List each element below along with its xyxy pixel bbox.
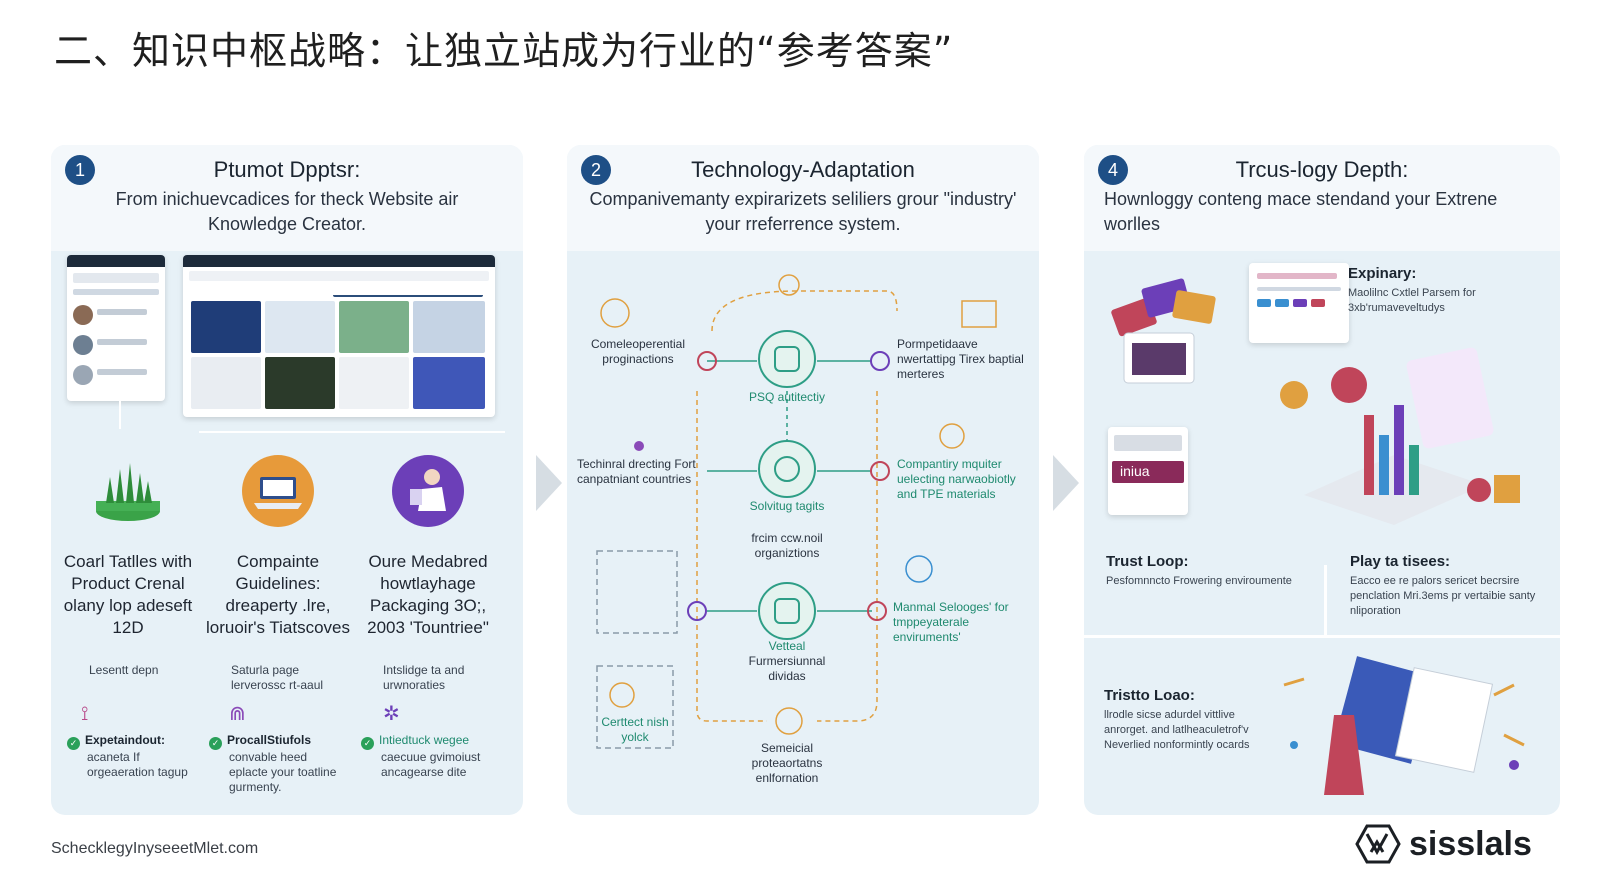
panel-title: Ptumot Dpptsr: [213,157,361,182]
panel-header: 1 Ptumot Dpptsr: From inichuevcadices fo… [51,145,523,251]
arrow-right-icon [1053,455,1079,511]
check-item: ✓ProcallStiufols convable heed eplacte y… [209,733,349,795]
node-label: Furmersiunnal dividas [748,654,826,683]
print-card: iniua [1108,427,1188,515]
feature-3: Oure Medabred howtlayhage Packaging 3O;,… [355,455,501,639]
arch-icon: ⋒ [229,701,246,725]
panel-technology-adaptation: 2 Technology-Adaptation Companivemanty e… [567,145,1039,815]
section-play: Play ta tisees: Eacco ee re palors seric… [1350,553,1536,617]
feature-desc: Saturla page lerverossc rt-aaul [231,663,324,692]
brand-logo: sisslals [1353,822,1532,866]
footer-website[interactable]: SchecklegyInyseeetMlet.com [51,840,259,857]
check-item: ✓Intiedtuck wegee caecuue gvimoiust anca… [361,733,511,780]
psq-node-icon [758,330,816,388]
section-trust-loop-2: Tristto Loao: llrodle sicse adurdel vitt… [1104,687,1250,751]
section-trust-loop: Trust Loop: Pesfomnncto Frowering enviro… [1106,553,1292,587]
feature-desc: Intslidge ta and urwnoraties [383,663,465,692]
website-screenshots [65,255,505,433]
step-badge: 2 [581,155,611,185]
panel-subtitle: From inichuevcadices for theck Website a… [115,189,459,234]
check-item: ✓Expetaindout: acaneta If orgeaeration t… [67,733,197,780]
person-icon [392,455,464,527]
node-label: Pormpetidaave nwertattipg Tirex baptial … [897,337,1024,381]
panel-title: Trcus-logy Depth: [1235,157,1409,182]
divider [1324,565,1327,635]
brand-name: sisslals [1409,824,1532,863]
tech-illustration [1283,656,1525,795]
node-label: Semeicial proteaortatns enlfornation [751,741,823,785]
panel-subtitle: Hownloggy conteng mace stendand your Ext… [1104,189,1498,234]
feature-label: Compainte Guidelines: dreaperty .lre, lo… [205,552,351,637]
node-label: Vetteal [768,639,806,653]
node-label: Compantiry mquiter uelecting narwaobiotl… [897,457,1016,501]
panel-product-depth: 1 Ptumot Dpptsr: From inichuevcadices fo… [51,145,523,815]
analytics-illustration [1280,347,1520,525]
gear-icon: ✲ [383,701,400,725]
panel-header: 2 Technology-Adaptation Companivemanty e… [567,145,1039,251]
feature-2: Compainte Guidelines: dreaperty .lre, lo… [205,455,351,639]
solving-node-icon [758,440,816,498]
panel-title: Technology-Adaptation [691,157,915,182]
node-label: PSQ autitectiy [748,390,826,404]
node-label: Comeleoperential proginactions [590,337,686,366]
section-expiry: Expinary: Maolilnc Cxtlel Parsem for 3xb… [1348,265,1476,314]
panel-header: 4 Trcus-logy Depth: Hownloggy conteng ma… [1084,145,1560,251]
check-icon: ✓ [361,737,374,750]
node-label: Manmal Selooges' for tmppeyaterale envir… [893,600,1009,644]
step-badge: 4 [1098,155,1128,185]
brand-mark-icon [1355,824,1401,864]
phone-screen [67,255,165,401]
node-label: frcim ccw.noil organiztions [751,531,823,560]
desktop-screen [183,255,495,417]
node-label: Solvitug tagits [749,499,825,513]
feature-label: Oure Medabred howtlayhage Packaging 3O;,… [367,552,489,637]
route-icon: ⟟ [81,701,89,725]
check-icon: ✓ [209,737,222,750]
panel-trust-depth: 4 Trcus-logy Depth: Hownloggy conteng ma… [1084,145,1560,815]
flow-diagram [596,274,997,749]
arrow-right-icon [536,455,562,511]
cards-illustration [1111,278,1216,384]
feature-desc: Lesentt depn [89,663,159,677]
feature-1: Coarl Tatlles with Product Crenal olany … [55,455,201,639]
dashboard-card [1249,263,1349,343]
divider [1084,635,1560,638]
node-label: Certtect nish yolck [601,715,669,744]
step-badge: 1 [65,155,95,185]
card-badge-text: iniua [1120,463,1150,479]
node-label: Techinral drecting Fort canpatniant coun… [577,457,696,486]
forest-icon [92,455,164,527]
vertical-node-icon [758,582,816,640]
laptop-icon [242,455,314,527]
feature-label: Coarl Tatlles with Product Crenal olany … [63,552,193,637]
page-title: 二、知识中枢战略：让独立站成为行业的“参考答案” [54,29,954,73]
check-icon: ✓ [67,737,80,750]
panel-subtitle: Companivemanty expirarizets seliliers gr… [589,189,1017,234]
